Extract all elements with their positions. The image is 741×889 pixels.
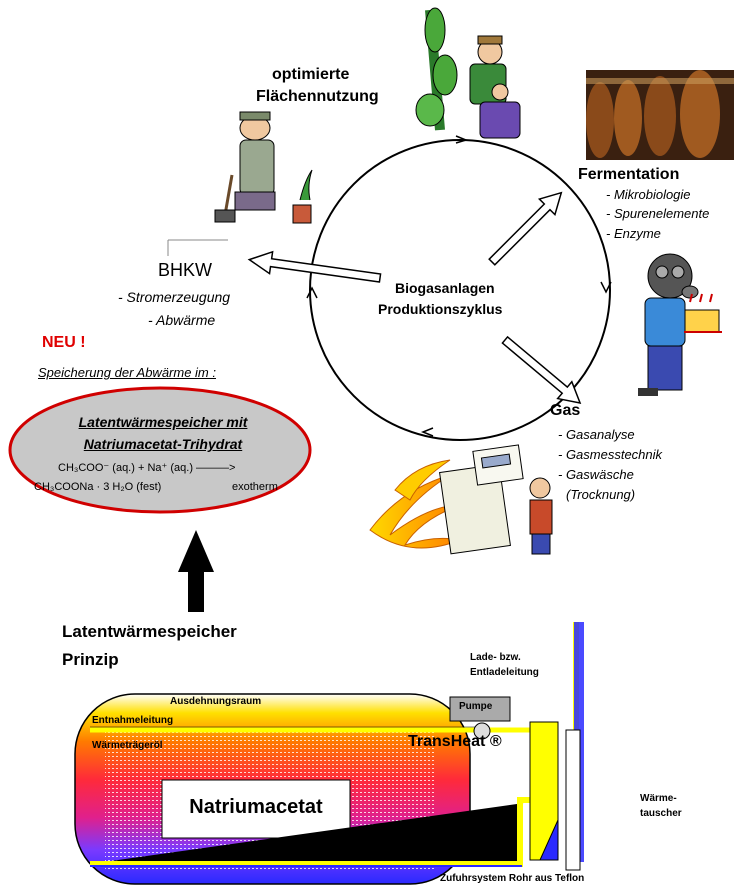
oil-label: Wärmeträgeröl <box>92 740 163 751</box>
charge-line-label-1: Lade- bzw. <box>470 652 521 663</box>
neu-subtitle: Speicherung der Abwärme im : <box>38 365 216 380</box>
gas-item: (Trocknung) <box>566 487 636 502</box>
pipe-system <box>90 622 584 871</box>
principle-title-1: Latentwärmespeicher <box>62 622 237 641</box>
neu-label: NEU ! <box>42 334 86 351</box>
exchanger-label-1: Wärme- <box>640 793 677 804</box>
gas-item: - Gasmesstechnik <box>558 447 663 462</box>
extraction-label: Entnahmeleitung <box>92 715 174 726</box>
ellipse-equation-1: CH₃COO⁻ (aq.) + Na⁺ (aq.) ———> <box>58 462 236 474</box>
brand-label: TransHeat ® <box>408 733 502 750</box>
cycle-arrowhead <box>455 135 469 144</box>
expansion-label: Ausdehnungsraum <box>170 696 262 707</box>
arrow-to-bhkw <box>247 250 382 283</box>
cycle-arrowhead <box>600 281 612 294</box>
ellipse-title-2: Natriumacetat-Trihydrat <box>83 436 243 452</box>
ellipse-title-1: Latentwärmespeicher mit <box>78 414 248 430</box>
furnace-icon <box>369 444 553 555</box>
ellipse-equation-2: CH₃COONa · 3 H₂O (fest) <box>34 481 162 493</box>
arrow-to-gas <box>501 335 582 404</box>
gas-title: Gas <box>550 402 581 419</box>
cellar-icon <box>586 70 734 160</box>
principle-title-2: Prinzip <box>62 650 119 669</box>
cycle-center-line2: Produktionszyklus <box>378 301 503 317</box>
gas-item: - Gasanalyse <box>558 427 635 442</box>
ellipse-equation-2-suffix: exotherm <box>232 481 278 493</box>
fermentation-item: - Enzyme <box>606 226 661 241</box>
cycle-arrowhead <box>420 427 434 437</box>
pump-icon <box>449 696 511 740</box>
land-label-line1: optimierte <box>272 66 350 83</box>
bhkw-title: BHKW <box>158 260 212 280</box>
charge-line-label-2: Entladeleitung <box>470 667 539 678</box>
arrow-to-fermentation <box>488 191 563 266</box>
harvest-icon <box>415 7 521 139</box>
gas-mask-icon <box>638 253 722 396</box>
pump-label: Pumpe <box>459 701 493 712</box>
fermentation-item: - Mikrobiologie <box>606 187 691 202</box>
exchanger-label-2: tauscher <box>640 808 682 819</box>
storage-ellipse <box>8 386 312 514</box>
fermentation-title: Fermentation <box>578 166 680 183</box>
up-arrow <box>178 530 214 612</box>
cycle-center-line1: Biogasanlagen <box>395 280 495 296</box>
cycle-arrowhead <box>306 286 318 299</box>
gas-item: - Gaswäsche <box>558 467 634 482</box>
land-label-line2: Flächennutzung <box>256 88 379 105</box>
farmer-icon <box>214 111 313 224</box>
core-box <box>161 779 351 839</box>
bhkw-item: - Stromerzeugung <box>118 289 231 305</box>
supply-label: Zufuhrsystem Rohr aus Teflon <box>440 873 585 884</box>
bhkw-item: - Abwärme <box>148 312 216 328</box>
fermentation-item: - Spurenelemente <box>606 206 710 221</box>
cycle-circle <box>309 139 611 441</box>
heat-exchanger-icon <box>529 721 559 861</box>
core-label: Natriumacetat <box>189 796 323 818</box>
